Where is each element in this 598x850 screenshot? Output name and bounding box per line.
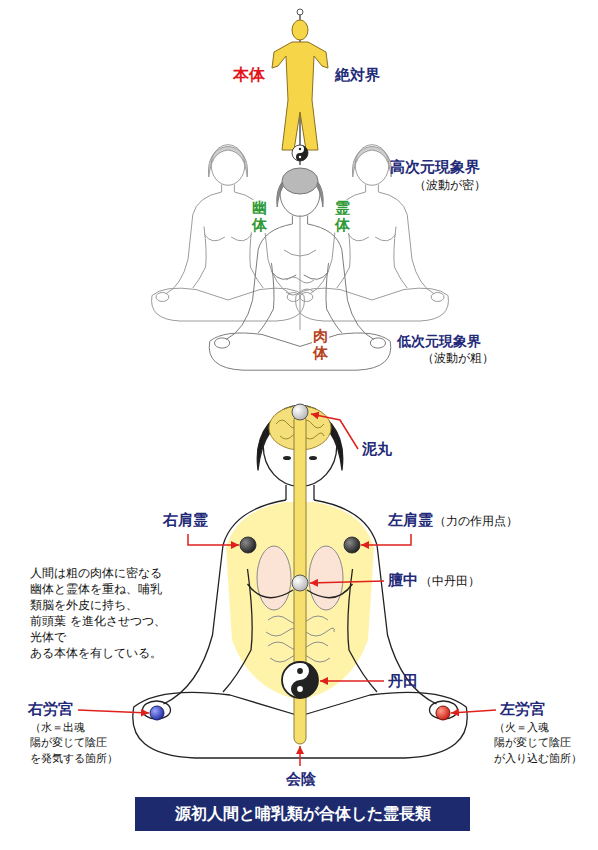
label-anchor: （中丹田） <box>420 574 480 589</box>
label-anchor: 泥丸 <box>362 440 392 459</box>
light-body-head <box>292 20 308 40</box>
realm-circle-shape <box>108 5 492 389</box>
callout-label: 霊体 <box>334 200 351 233</box>
yin-yang <box>292 145 308 161</box>
callout-label: 会陰 <box>286 770 316 789</box>
point-dot <box>292 404 308 420</box>
point-dot <box>344 537 360 553</box>
label-anchor: 霊体 <box>334 200 351 233</box>
callout-label: （火＝入魂 陽が変じて陰圧 が入り込む箇所） <box>494 720 586 766</box>
point-dot <box>436 706 450 720</box>
ghost-brain <box>282 168 318 194</box>
label-anchor: 幽体 <box>251 200 268 233</box>
realm-label: 絶対界 <box>335 66 380 85</box>
label-anchor: 膻中 <box>388 571 418 590</box>
label-anchor: 人間は粗の肉体に密なる 幽体と霊体を重ね、哺乳 類脳を外皮に持ち、前頭葉 を進化… <box>30 565 172 662</box>
absolute-realm-glow: 本体絶対界 <box>225 15 375 165</box>
callout-label: 丹田 <box>388 672 418 691</box>
callout-label: 右肩霊 <box>163 511 208 530</box>
callout-label: 低次元現象界 <box>396 333 482 351</box>
callout-label: （波動が粗） <box>421 351 495 366</box>
ghost-organs <box>284 215 316 330</box>
label-anchor: 右肩霊 <box>163 511 208 530</box>
text-anchor: 高次元現象界 <box>390 158 480 177</box>
realm-circle: 高次元現象界（波動が密）本体絶対界 <box>108 5 492 389</box>
callout-label: （水＝出魂 陽が変じて陰圧 を発気する箇所） <box>30 720 122 766</box>
callout-label: （力の作用点） <box>434 514 518 529</box>
callout-label: 泥丸 <box>362 440 392 459</box>
callout-label: （中丹田） <box>420 574 480 589</box>
callout-label: 肉体 <box>312 328 329 361</box>
ghost-figure <box>209 170 391 370</box>
label-anchor: 肉体 <box>312 328 329 361</box>
text-anchor: 本体 <box>233 65 265 85</box>
lung <box>309 546 343 610</box>
seated-figure <box>133 406 467 759</box>
realm-label: 高次元現象界 <box>390 158 480 177</box>
absolute-realm-glow-outline <box>227 17 373 163</box>
callout-label: 右労宮 <box>28 700 73 719</box>
point-dot <box>150 706 164 720</box>
point-dot <box>240 537 256 553</box>
eye <box>309 456 317 460</box>
callout-label: 左労宮 <box>500 700 545 719</box>
axis-dot <box>297 9 303 15</box>
label-anchor: 会陰 <box>286 770 316 789</box>
callout-label: 人間は粗の肉体に密なる 幽体と霊体を重ね、哺乳 類脳を外皮に持ち、前頭葉 を進化… <box>30 565 172 662</box>
label-anchor: 丹田 <box>388 672 418 691</box>
label-anchor: 低次元現象界 <box>396 333 482 351</box>
light-body <box>272 42 328 150</box>
absolute-realm-glow-shape <box>225 15 375 165</box>
label-anchor: 左肩霊 <box>388 511 433 530</box>
label-anchor: （水＝出魂 陽が変じて陰圧 を発気する箇所） <box>30 720 122 766</box>
caption-banner: 源初人間と哺乳類が合体した霊長類 <box>135 797 470 831</box>
ghost-figure <box>152 145 305 321</box>
label-anchor: （火＝入魂 陽が変じて陰圧 が入り込む箇所） <box>494 720 586 766</box>
realm-circle-outline <box>110 7 490 387</box>
callout-label: 幽体 <box>251 200 268 233</box>
label-anchor: （波動が粗） <box>421 351 495 366</box>
eye <box>283 456 291 460</box>
lung <box>257 546 291 610</box>
realm-label: （波動が密） <box>414 178 486 193</box>
text-anchor: （波動が密） <box>414 178 486 193</box>
callout-label: 左肩霊 <box>388 511 433 530</box>
point-dot <box>292 575 308 591</box>
label-anchor: 右労宮 <box>28 700 73 719</box>
text-anchor: 絶対界 <box>335 66 380 85</box>
realm-label: 本体 <box>233 65 265 85</box>
yin-yang <box>282 662 318 698</box>
label-anchor: （力の作用点） <box>434 514 518 529</box>
callout-label: 膻中 <box>388 571 418 590</box>
label-anchor: 左労宮 <box>500 700 545 719</box>
